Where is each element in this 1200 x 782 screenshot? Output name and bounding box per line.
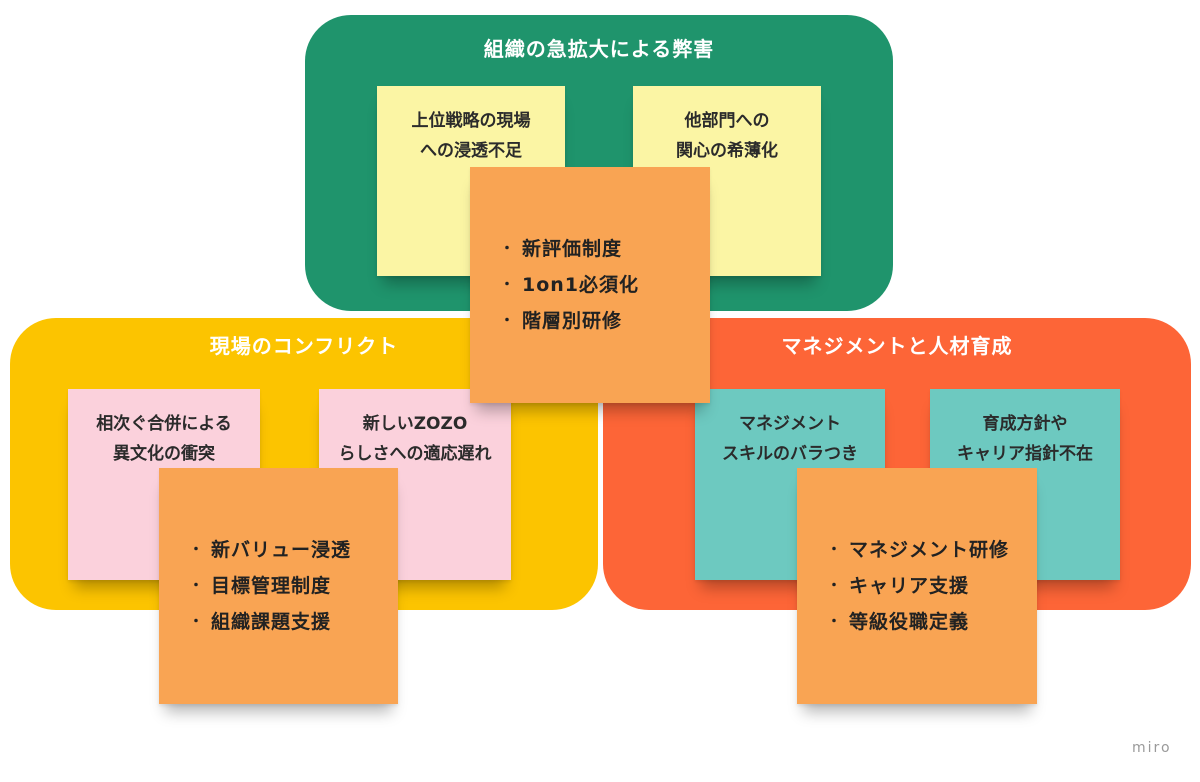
group-title-organization-expansion: 組織の急拡大による弊害: [483, 37, 715, 61]
bullet-dot: ・: [189, 578, 204, 594]
measure-text: 階層別研修: [522, 310, 623, 332]
miro-watermark: miro: [1132, 740, 1172, 756]
measure-list: ・マネジメント研修 ・キャリア支援 ・等級役職定義: [797, 532, 1009, 640]
measure-list: ・新評価制度 ・1on1必須化 ・階層別研修: [470, 231, 639, 339]
measure-item: ・等級役職定義: [827, 604, 1009, 640]
sticky-text-line: 関心の希薄化: [676, 141, 778, 161]
sticky-measures-left[interactable]: ・新バリュー浸透 ・目標管理制度 ・組織課題支援: [159, 468, 398, 704]
bullet-dot: ・: [500, 313, 515, 329]
sticky-text-line: キャリア指針不在: [957, 444, 1093, 464]
sticky-text-line: 育成方針や: [982, 414, 1068, 434]
measure-text: 新バリュー浸透: [211, 539, 352, 561]
sticky-text-line: 異文化の衝突: [113, 444, 215, 464]
sticky-text-line: スキルのバラつき: [722, 444, 858, 464]
bullet-dot: ・: [827, 614, 842, 630]
measure-item: ・マネジメント研修: [827, 532, 1009, 568]
measure-text: 等級役職定義: [849, 611, 970, 633]
measure-text: 組織課題支援: [211, 611, 332, 633]
bullet-dot: ・: [500, 241, 515, 257]
sticky-text-line: らしさへの適応遅れ: [338, 444, 492, 464]
sticky-text-line: 上位戦略の現場: [411, 111, 531, 131]
sticky-measures-right[interactable]: ・マネジメント研修 ・キャリア支援 ・等級役職定義: [797, 468, 1037, 704]
bullet-dot: ・: [827, 578, 842, 594]
measure-item: ・キャリア支援: [827, 568, 1009, 604]
measure-list: ・新バリュー浸透 ・目標管理制度 ・組織課題支援: [159, 532, 351, 640]
measure-item: ・新評価制度: [500, 231, 639, 267]
sticky-text-line: 相次ぐ合併による: [96, 414, 232, 434]
bullet-dot: ・: [500, 277, 515, 293]
measure-text: マネジメント研修: [849, 539, 1010, 561]
sticky-measures-center[interactable]: ・新評価制度 ・1on1必須化 ・階層別研修: [470, 167, 710, 403]
bullet-dot: ・: [189, 542, 204, 558]
measure-text: 目標管理制度: [211, 575, 332, 597]
sticky-text-line: への浸透不足: [420, 141, 522, 161]
measure-item: ・組織課題支援: [189, 604, 351, 640]
sticky-text-line: マネジメント: [739, 414, 841, 434]
group-title-management-development: マネジメントと人材育成: [781, 334, 1013, 358]
sticky-text-line: 他部門への: [684, 111, 770, 131]
sticky-text-line: 新しいZOZO: [362, 414, 468, 434]
measure-item: ・目標管理制度: [189, 568, 351, 604]
bullet-dot: ・: [189, 614, 204, 630]
measure-text: キャリア支援: [849, 575, 970, 597]
group-title-field-conflict: 現場のコンフリクト: [209, 334, 399, 358]
measure-item: ・階層別研修: [500, 303, 639, 339]
measure-text: 1on1必須化: [522, 274, 640, 296]
bullet-dot: ・: [827, 542, 842, 558]
measure-item: ・ 1on1必須化: [500, 267, 639, 303]
measure-text: 新評価制度: [522, 238, 623, 260]
measure-item: ・新バリュー浸透: [189, 532, 351, 568]
